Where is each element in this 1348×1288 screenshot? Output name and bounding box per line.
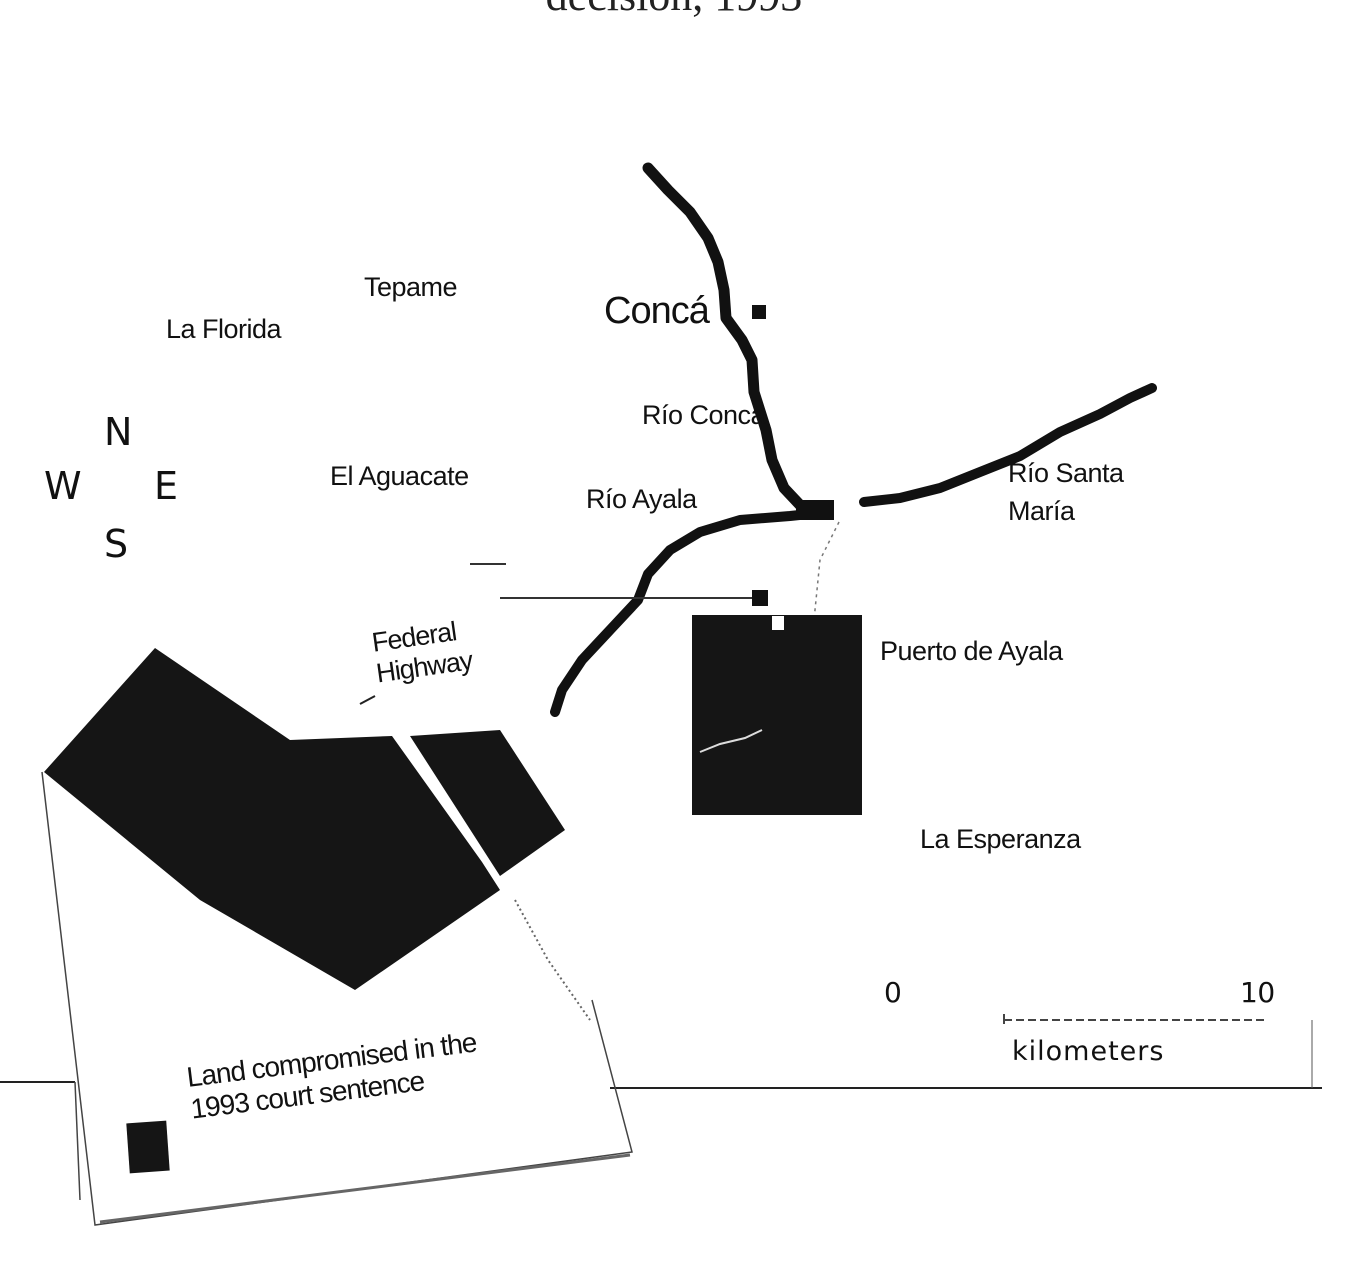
river-label-rio-santa-maria-line2: María [1008, 496, 1075, 526]
creek-line [699, 729, 763, 753]
compass-east: E [154, 464, 179, 508]
place-label-la-florida: La Florida [166, 314, 282, 344]
river-label-rio-santa-maria-line1: Río Santa [1008, 458, 1124, 488]
river-label-rio-ayala: Río Ayala [586, 484, 697, 514]
scale-unit-label: kilometers [1012, 1036, 1165, 1067]
inset-sheet-left-fold [74, 1081, 81, 1201]
land-parcel-puerto-de-ayala [692, 615, 862, 815]
compass-south: S [104, 522, 129, 566]
boundary-dotted [809, 519, 841, 661]
river-conca [642, 162, 818, 518]
land-parcel-inset-east [410, 730, 565, 876]
place-label-el-aguacate: El Aguacate [330, 461, 469, 491]
river-confluence [796, 500, 834, 520]
inset-highway-line [359, 695, 376, 705]
river-santa-maria [859, 383, 1157, 507]
compass-north: N [104, 410, 133, 454]
place-label-puerto-de-ayala: Puerto de Ayala [880, 636, 1063, 666]
land-parcel-inset-west [44, 648, 500, 990]
river-ayala [550, 507, 833, 717]
scale-start-label: 0 [884, 976, 902, 1009]
inset-sheet-bottom-edge [99, 1153, 631, 1224]
inset-dotted-edge [514, 899, 591, 1021]
highway-label: Federal Highway [370, 615, 474, 690]
town-marker-square [752, 305, 766, 319]
parcel-notch [772, 616, 784, 630]
place-label-conca: Concá [604, 290, 710, 332]
place-label-la-esperanza: La Esperanza [920, 824, 1081, 854]
scale-end-label: 10 [1240, 976, 1275, 1009]
legend-swatch [126, 1120, 170, 1174]
town-marker-square [752, 590, 768, 606]
compass-west: W [44, 464, 82, 508]
river-label-rio-conca: Río Conca [642, 400, 766, 430]
place-label-tepame: Tepame [364, 272, 458, 302]
map-title-fragment: decision, 1993 [0, 0, 1348, 21]
